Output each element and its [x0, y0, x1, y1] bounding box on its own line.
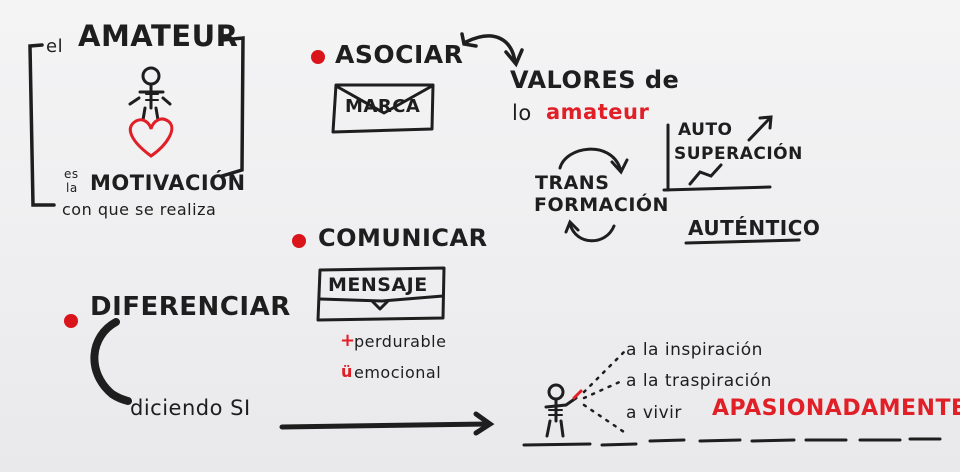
traspiracion-text: a la traspiración [626, 371, 772, 391]
link-arrow-icon [460, 32, 524, 68]
marca-label: MARCA [345, 96, 421, 117]
amateur-es: es [64, 167, 79, 181]
bullet-dot [64, 314, 78, 328]
auto-line1: AUTO [678, 120, 733, 140]
megaphone-icon [572, 389, 583, 400]
mensaje-envelope-icon [316, 266, 446, 322]
realiza-text: con que se realiza [62, 200, 217, 219]
trans-line1: TRANS [535, 172, 610, 194]
marca-envelope-icon [331, 83, 435, 134]
long-arrow-icon [279, 411, 495, 436]
vivir-text: a vivir [626, 403, 682, 423]
autentico-label: AUTÉNTICO [688, 216, 821, 240]
bullet-dot [292, 234, 306, 248]
speaker-figure-icon [544, 383, 578, 438]
stick-figure-icon [128, 66, 172, 122]
diferenciar-label: DIFERENCIAR [90, 292, 291, 322]
apasionadamente-highlight: APASIONADAMENTE [712, 396, 960, 421]
inspiracion-text: a la inspiración [626, 340, 763, 360]
growth-chart-icon [662, 115, 773, 192]
diciendo-si-text: diciendo SI [130, 396, 251, 420]
plus-mark: + [340, 330, 356, 351]
valores-line1: VALORES de [510, 66, 680, 94]
trans-line2: FORMACIÓN [534, 194, 669, 216]
auto-line2: SUPERACIÓN [674, 144, 803, 164]
mensaje-label: MENSAJE [328, 274, 428, 296]
cycle-arrows-icon [558, 147, 629, 243]
autentico-underline [684, 238, 801, 245]
dotted-rays [582, 350, 626, 434]
ground-line [522, 437, 942, 447]
comunicar-label: COMUNICAR [318, 224, 488, 252]
amateur-title: AMATEUR [78, 19, 239, 53]
perdurable-text: perdurable [354, 332, 447, 351]
u-mark: ü [341, 362, 353, 381]
valores-amateur-highlight: amateur [546, 100, 650, 124]
amateur-title-el: el [46, 36, 64, 57]
valores-lo: lo [512, 101, 532, 125]
amateur-la: la [66, 181, 78, 195]
asociar-label: ASOCIAR [335, 40, 464, 69]
emocional-text: emocional [354, 363, 442, 382]
heart-icon [128, 117, 174, 158]
diferenciar-curve [90, 318, 132, 405]
amateur-frame [28, 36, 245, 207]
bullet-dot [311, 50, 325, 64]
motivacion-text: MOTIVACIÓN [90, 171, 246, 195]
